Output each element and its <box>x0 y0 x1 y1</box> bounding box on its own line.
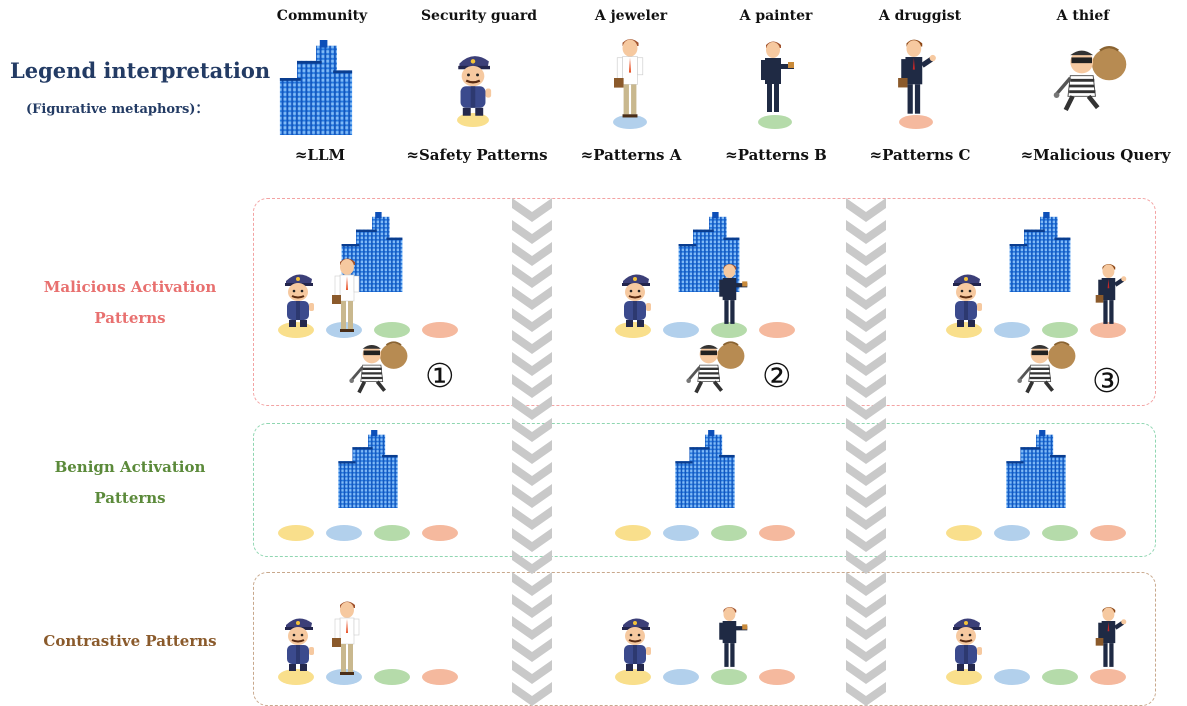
druggist-icon <box>1096 607 1127 667</box>
legend-druggist <box>890 32 945 132</box>
pattern-oval <box>759 669 795 685</box>
pattern-oval <box>422 525 458 541</box>
thief-icon <box>685 340 747 395</box>
legend-meaning-b: ≈Patterns B <box>725 146 827 164</box>
building-icon <box>1006 430 1066 508</box>
row-label-contrastive: Contrastive Patterns <box>43 632 217 650</box>
pattern-oval <box>374 322 410 338</box>
pattern-oval <box>615 525 651 541</box>
legend-meaning-llm: ≈LLM <box>294 146 346 164</box>
legend-label-security-guard: Security guard <box>420 8 538 24</box>
thief-icon <box>348 340 410 395</box>
legend-jeweler <box>606 32 656 132</box>
legend-label-jeweler: A jeweler <box>594 8 668 24</box>
pattern-oval <box>994 525 1030 541</box>
pattern-oval <box>1090 525 1126 541</box>
legend-meaning-a: ≈Patterns A <box>580 146 682 164</box>
guard-icon <box>951 273 984 329</box>
thief-icon <box>1016 340 1078 395</box>
malicious-box <box>253 198 1156 406</box>
legend-guard <box>440 40 510 130</box>
pattern-oval <box>374 669 410 685</box>
pattern-oval <box>1090 669 1126 685</box>
marker-3: ③ <box>1092 361 1122 400</box>
legend-title: Legend interpretation <box>10 58 271 83</box>
pattern-oval <box>994 669 1030 685</box>
jeweler-icon <box>331 600 360 676</box>
benign-box <box>253 423 1156 557</box>
pattern-oval <box>1042 669 1078 685</box>
pattern-oval <box>615 669 651 685</box>
pattern-oval <box>946 525 982 541</box>
pattern-oval <box>422 669 458 685</box>
pattern-oval <box>1042 525 1078 541</box>
marker-1: ① <box>425 356 455 395</box>
guard-icon <box>283 617 316 673</box>
building-icon <box>675 430 735 508</box>
legend-label-druggist: A druggist <box>878 8 962 24</box>
pattern-oval <box>759 525 795 541</box>
pattern-oval <box>711 669 747 685</box>
legend-meaning-safety: ≈Safety Patterns <box>406 146 548 164</box>
pattern-oval <box>663 322 699 338</box>
guard-icon <box>951 617 984 673</box>
pattern-oval <box>711 322 747 338</box>
pattern-oval <box>422 322 458 338</box>
legend-painter <box>748 32 803 132</box>
guard-icon <box>620 617 653 673</box>
guard-icon <box>620 273 653 329</box>
legend-meaning-c: ≈Patterns C <box>869 146 971 164</box>
legend-meaning-malicious: ≈Malicious Query <box>1020 146 1171 164</box>
pattern-oval <box>326 525 362 541</box>
painter-icon <box>719 606 748 667</box>
pattern-oval <box>1090 322 1126 338</box>
pattern-oval <box>663 669 699 685</box>
pattern-oval <box>994 322 1030 338</box>
pattern-oval <box>278 525 314 541</box>
legend-label-thief: A thief <box>1056 8 1110 24</box>
building-icon <box>338 430 398 508</box>
building-icon <box>1009 212 1071 292</box>
pattern-oval <box>663 525 699 541</box>
legend-label-painter: A painter <box>739 8 813 24</box>
druggist-icon <box>1096 264 1127 324</box>
pattern-oval <box>711 525 747 541</box>
pattern-oval <box>1042 322 1078 338</box>
pattern-oval <box>278 669 314 685</box>
legend-subtitle: (Figurative metaphors)： <box>26 102 209 117</box>
pattern-oval <box>946 669 982 685</box>
legend-label-community: Community <box>276 8 368 24</box>
marker-2: ② <box>762 356 792 395</box>
pattern-oval <box>759 322 795 338</box>
guard-icon <box>283 273 316 329</box>
pattern-oval <box>374 525 410 541</box>
